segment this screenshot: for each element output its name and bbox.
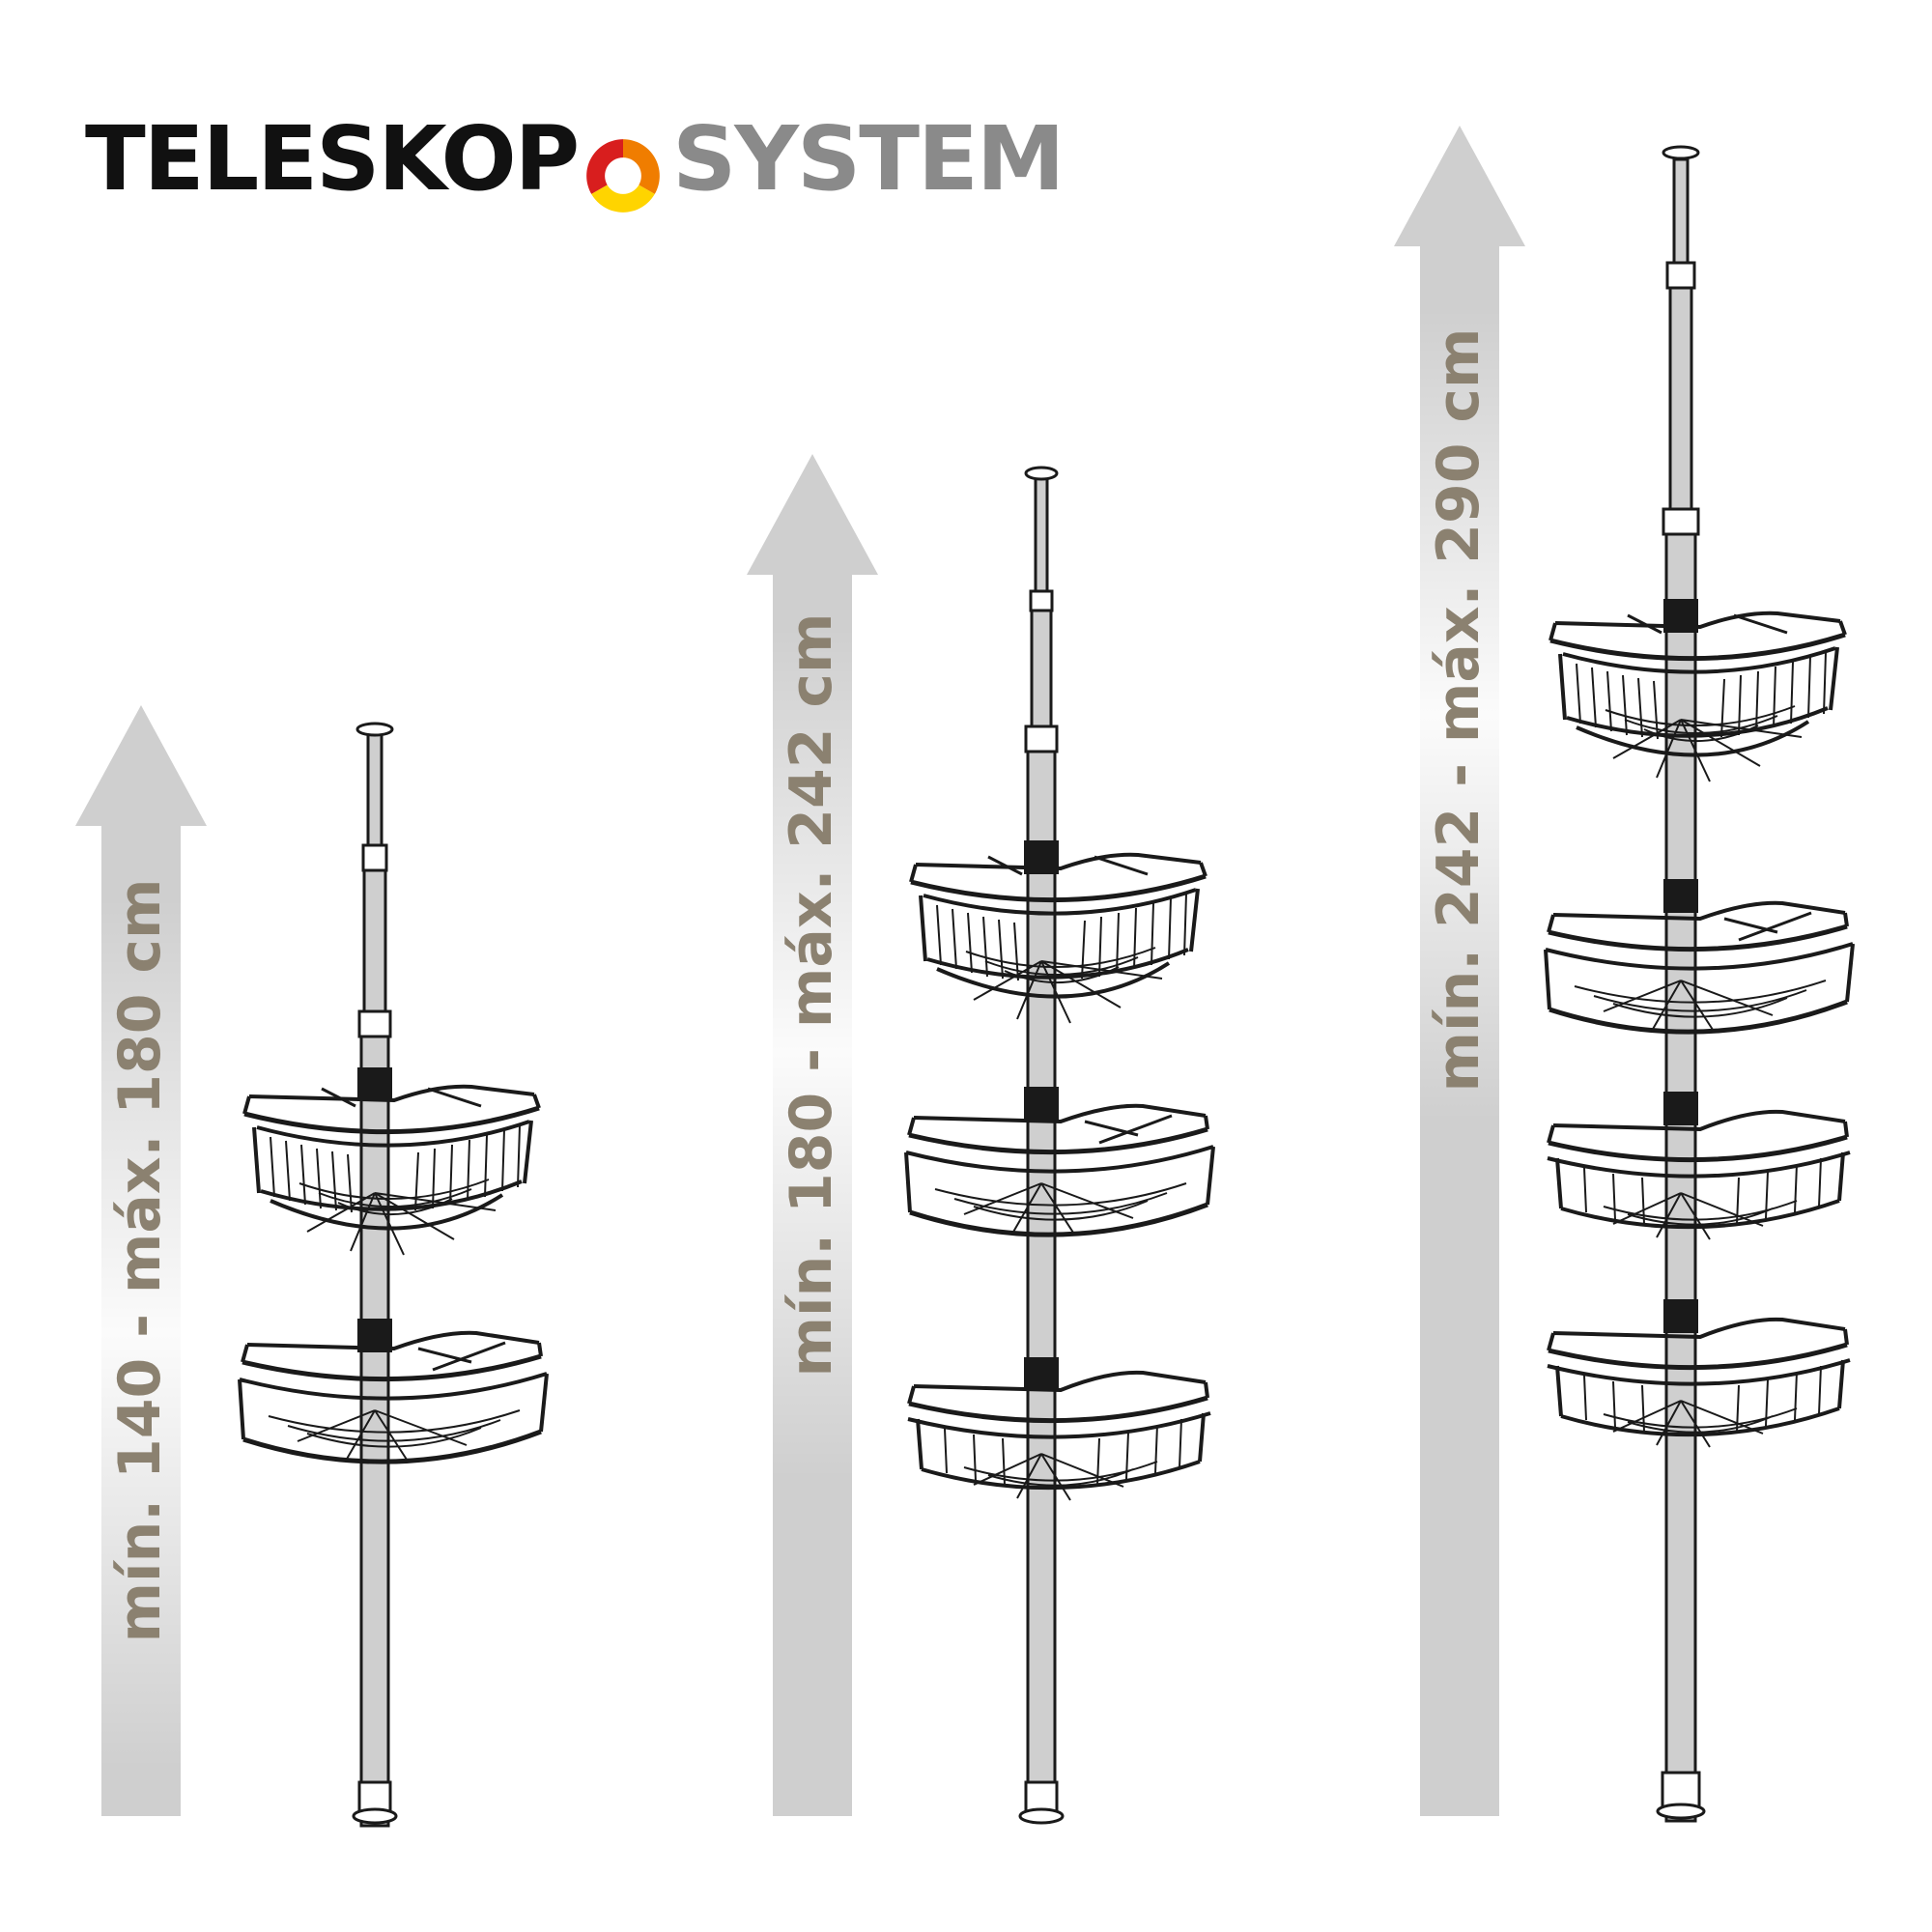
shower-basket bbox=[1550, 613, 1845, 781]
shower-basket bbox=[1548, 1112, 1850, 1239]
brand-word-system: SYSTEM bbox=[672, 107, 1065, 211]
model-1-group: mín. 140 - máx. 180 cm bbox=[75, 705, 547, 1828]
range-label: mín. 180 - máx. 242 cm bbox=[778, 612, 845, 1377]
shower-basket bbox=[911, 855, 1206, 1023]
telescopic-pole bbox=[1656, 145, 1706, 1823]
brand-header: TELESKOP SYSTEM bbox=[85, 106, 1065, 213]
range-label: mín. 242 - máx. 290 cm bbox=[1425, 327, 1492, 1092]
shower-basket bbox=[1546, 903, 1853, 1033]
shower-basket bbox=[908, 1373, 1210, 1500]
arrow-fade bbox=[773, 628, 852, 1478]
shower-basket bbox=[1548, 1320, 1850, 1447]
arrow-fade bbox=[101, 898, 181, 1768]
telescopic-pole bbox=[352, 722, 398, 1828]
telescopic-pole bbox=[1018, 466, 1065, 1825]
shower-basket bbox=[906, 1106, 1213, 1236]
range-label: mín. 140 - máx. 180 cm bbox=[106, 878, 174, 1642]
model-2-group: mín. 180 - máx. 242 cm bbox=[747, 454, 1213, 1825]
shower-basket bbox=[244, 1087, 539, 1255]
shower-basket bbox=[240, 1333, 547, 1463]
tri-color-ring-icon bbox=[586, 139, 660, 213]
arrow-fade bbox=[1420, 309, 1499, 1121]
model-3-group: mín. 242 - máx. 290 cm bbox=[1394, 126, 1853, 1823]
brand-word-teleskop: TELESKOP bbox=[85, 107, 580, 211]
